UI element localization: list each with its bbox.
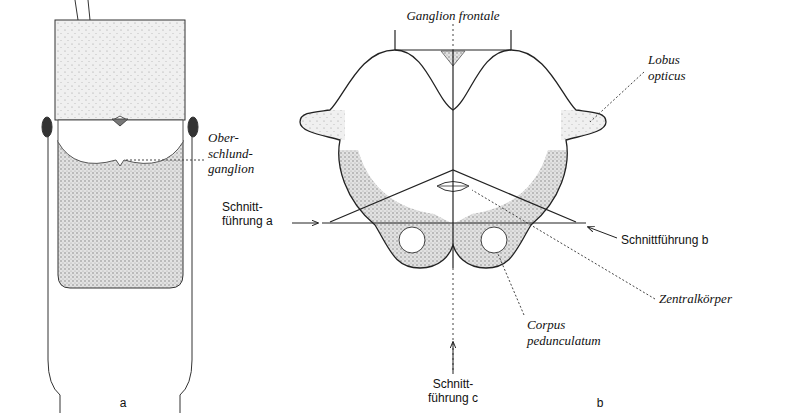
part-label: Ganglion frontale (398, 8, 508, 24)
part-label: Corpus pedunculatum (527, 317, 623, 348)
panel-letter: a (113, 396, 133, 410)
head-panel (42, 0, 204, 413)
part-label: Lobus opticus (648, 52, 710, 83)
section-label: Schnitt- führung a (222, 200, 290, 229)
panel-letter: b (590, 396, 610, 410)
brain-scheme (290, 24, 655, 374)
part-label: Ober- schlund- ganglion (208, 130, 270, 177)
part-label: Zentralkörper (659, 291, 769, 307)
section-label: Schnittführung b (621, 233, 741, 247)
section-label: Schnitt- führung c (413, 377, 493, 406)
